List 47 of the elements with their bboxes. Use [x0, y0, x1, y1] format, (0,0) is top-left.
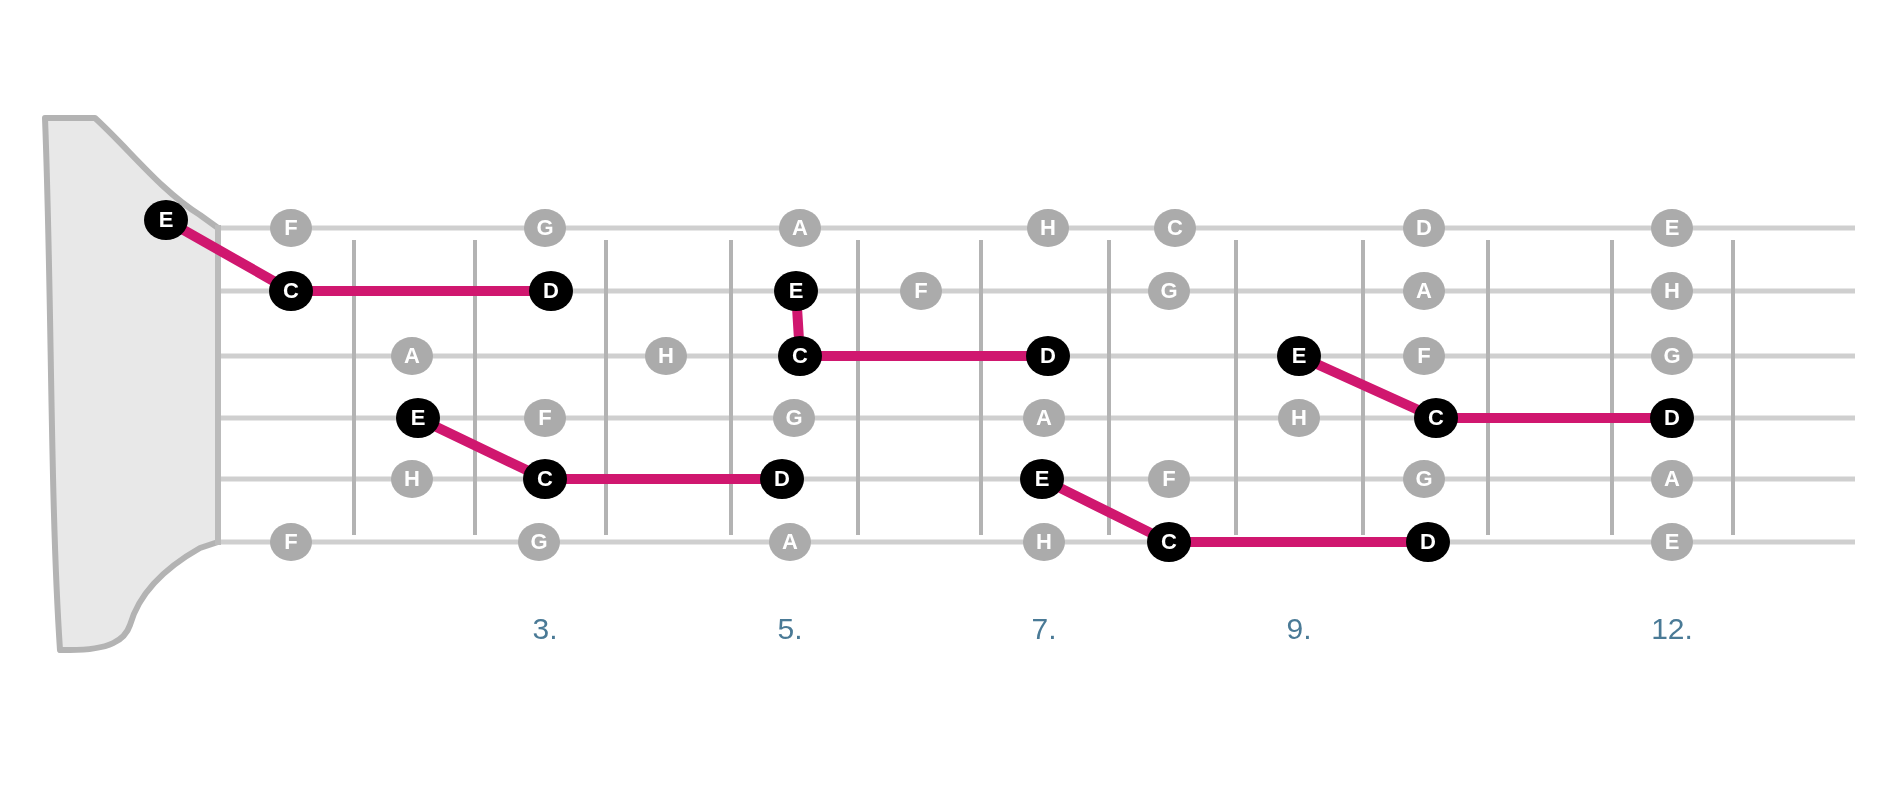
note-dot: A [779, 209, 821, 247]
note-dot: A [769, 523, 811, 561]
note-dot: F [270, 523, 312, 561]
highlighted-note-dot: E [1020, 459, 1064, 499]
note-dot: C [1154, 209, 1196, 247]
note-dot: D [1403, 209, 1445, 247]
note-dot: G [773, 399, 815, 437]
highlighted-note-dot: D [529, 271, 573, 311]
note-dot: F [1148, 460, 1190, 498]
highlighted-note-dot: E [1277, 336, 1321, 376]
note-dot: H [1027, 209, 1069, 247]
fret-number: 5. [777, 612, 803, 646]
highlighted-note-dot: D [760, 459, 804, 499]
highlighted-note-dot: E [774, 271, 818, 311]
note-dot: A [391, 337, 433, 375]
note-dot: H [1023, 523, 1065, 561]
highlighted-note-dot: D [1650, 398, 1694, 438]
highlighted-note-dot: C [269, 271, 313, 311]
note-dot: A [1651, 460, 1693, 498]
note-dot: E [1651, 209, 1693, 247]
note-dot: E [1651, 523, 1693, 561]
fret-number: 12. [1651, 612, 1693, 646]
highlighted-note-dot: D [1406, 522, 1450, 562]
highlighted-note-dot: C [778, 336, 822, 376]
fret-number: 9. [1286, 612, 1312, 646]
note-dot: H [645, 337, 687, 375]
note-dot: H [1278, 399, 1320, 437]
note-dot: G [518, 523, 560, 561]
highlighted-note-dot: D [1026, 336, 1070, 376]
note-dot: G [1148, 272, 1190, 310]
note-dot: F [900, 272, 942, 310]
note-dot: G [1403, 460, 1445, 498]
highlighted-note-dot: C [523, 459, 567, 499]
highlighted-note-dot: E [396, 398, 440, 438]
fret-number: 3. [532, 612, 558, 646]
highlighted-note-dot: C [1414, 398, 1458, 438]
note-dot: G [524, 209, 566, 247]
fret-number: 7. [1031, 612, 1057, 646]
note-dot: F [270, 209, 312, 247]
note-dot: H [1651, 272, 1693, 310]
note-dot: A [1023, 399, 1065, 437]
note-dot: A [1403, 272, 1445, 310]
note-dot: F [524, 399, 566, 437]
note-dot: H [391, 460, 433, 498]
highlighted-note-dot: C [1147, 522, 1191, 562]
note-dot: F [1403, 337, 1445, 375]
note-dot: G [1651, 337, 1693, 375]
